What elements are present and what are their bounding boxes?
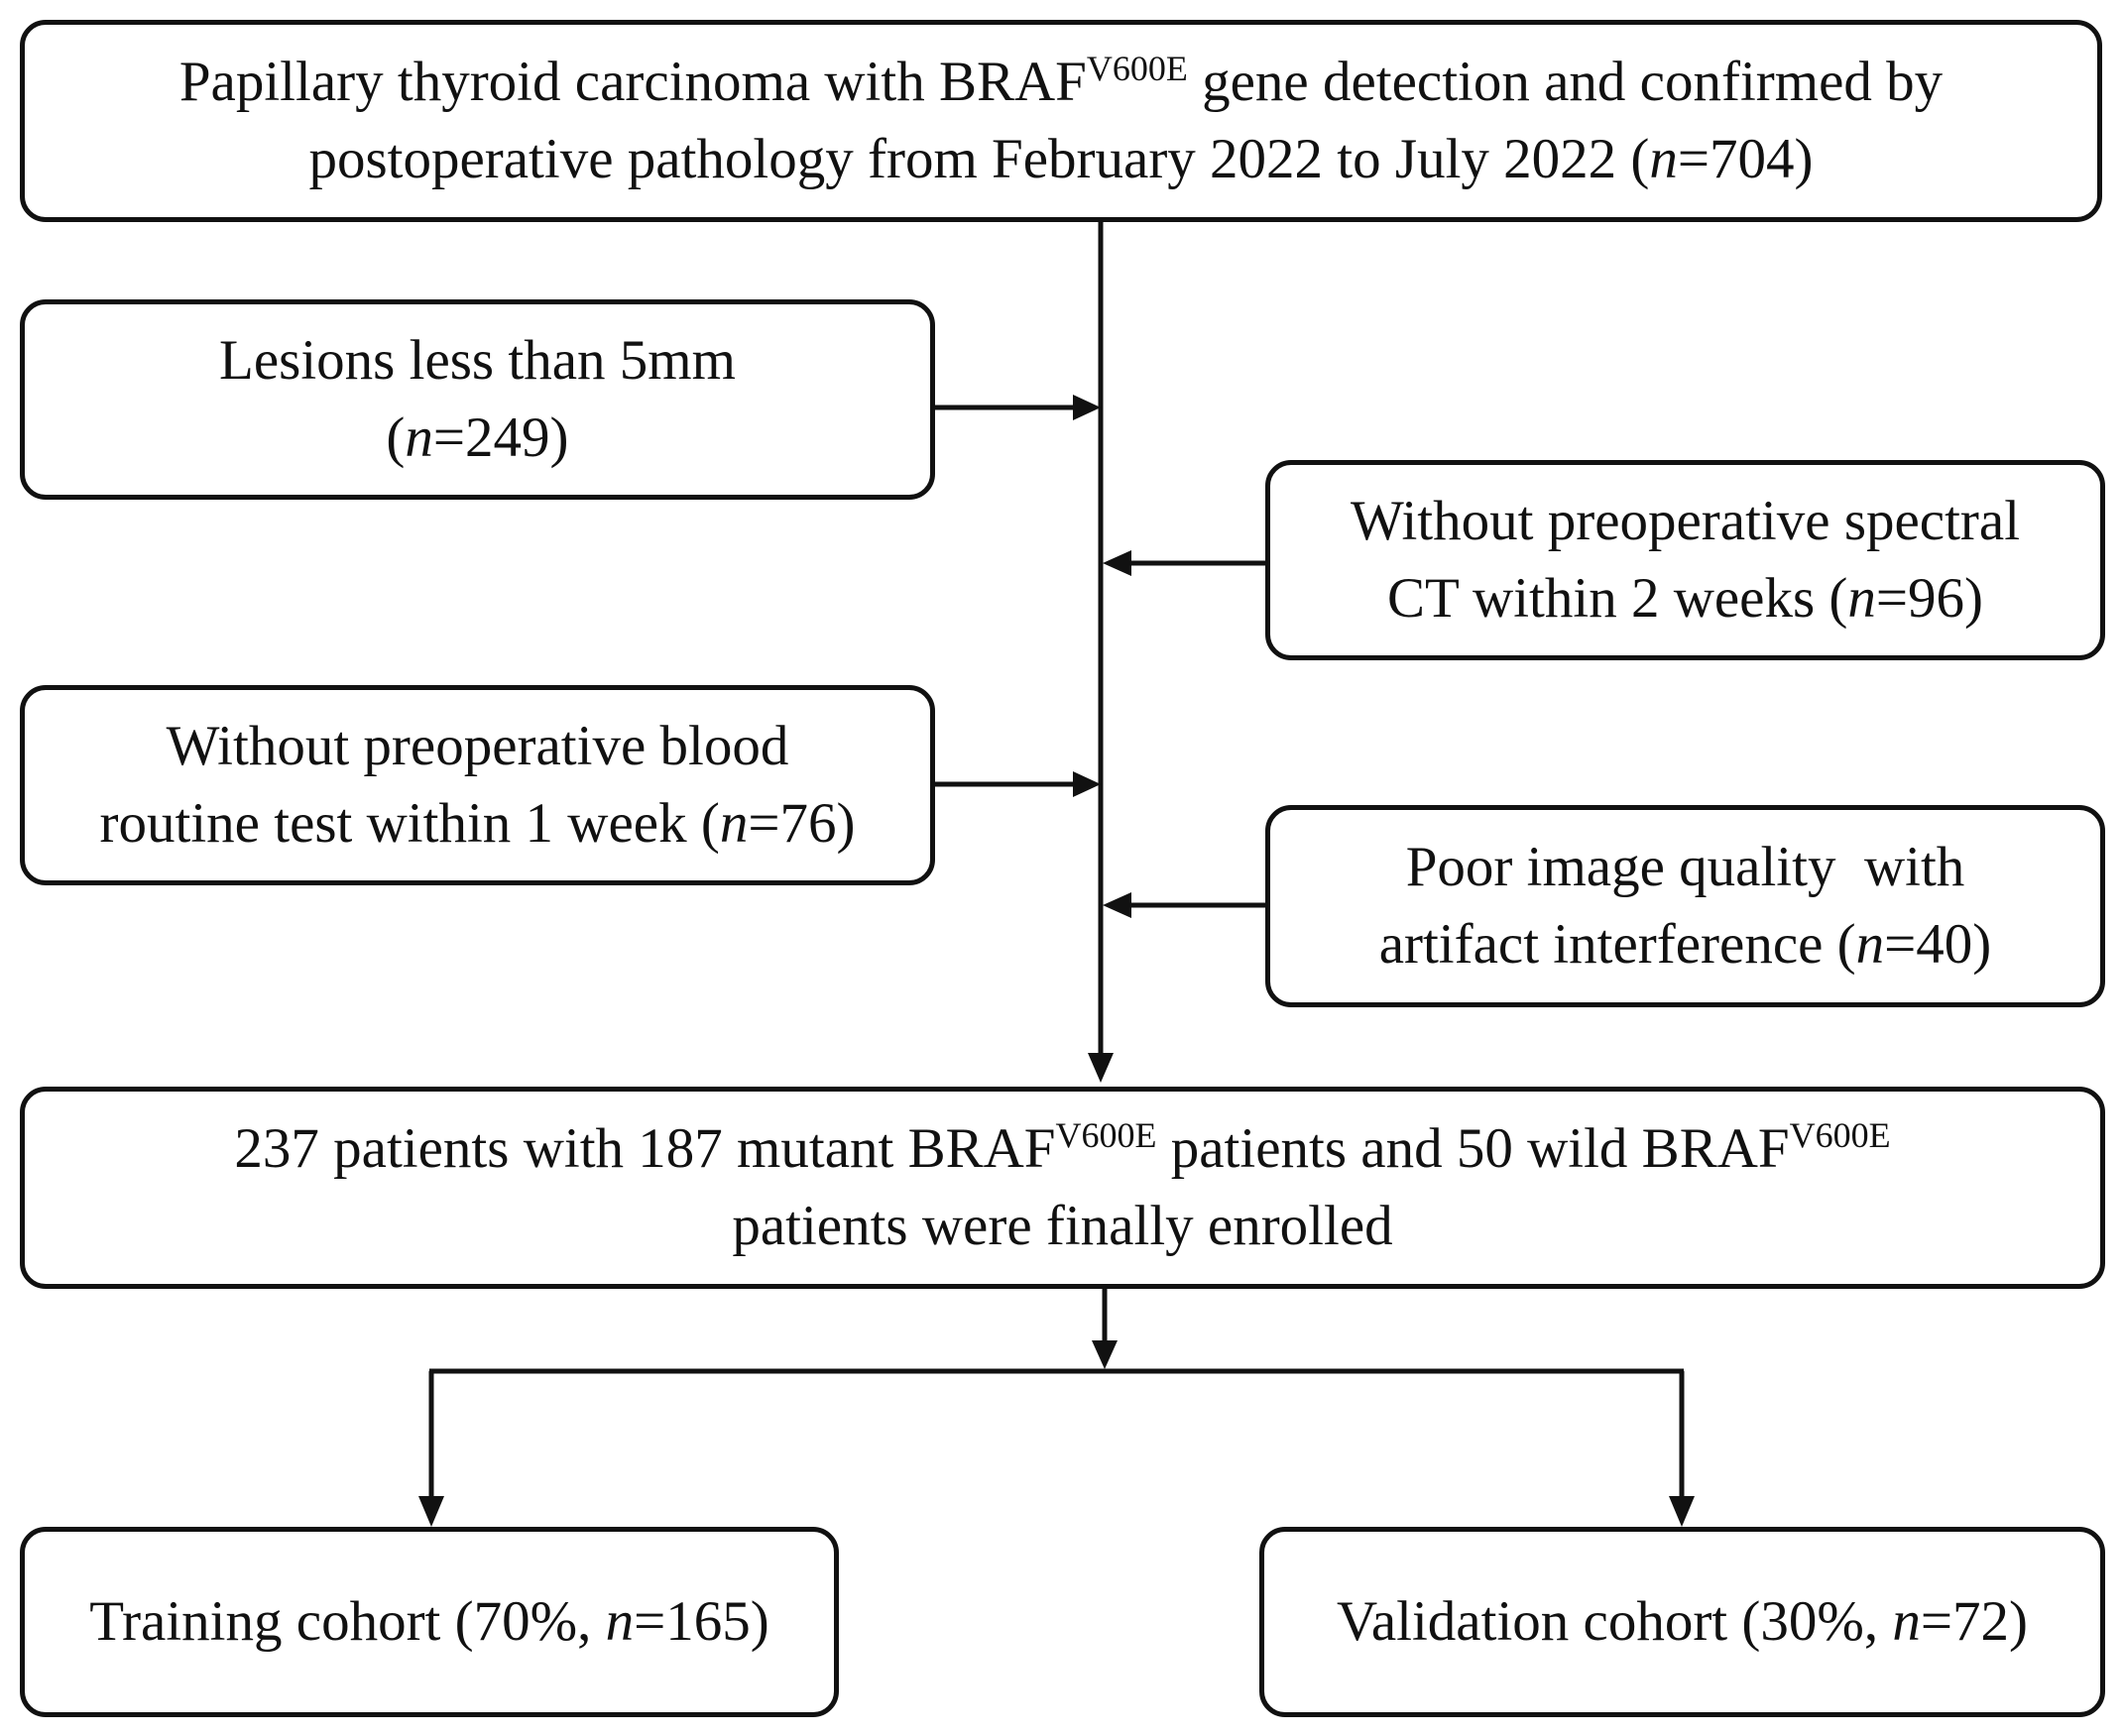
arrow-blood-head (1073, 771, 1101, 797)
n-label: n (1847, 567, 1876, 630)
enrolled-down-head (1092, 1340, 1118, 1369)
n-label: n (1649, 128, 1678, 190)
enrolled-line2: patients were finally enrolled (732, 1195, 1393, 1257)
exclusion-ct-label: Without preoperative spectral (1350, 490, 2021, 552)
exclusion-ct-count-line: CT within 2 weeks (n=96) (1351, 560, 2020, 637)
arrow-ct-head (1103, 550, 1131, 576)
split-left-head (418, 1496, 444, 1527)
validation-cohort-label: Validation cohort (30%, n=72) (1337, 1583, 2028, 1661)
exclusion-ct-count: =96) (1875, 567, 1984, 630)
arrow-image-head (1103, 892, 1131, 918)
n-label: n (405, 406, 433, 469)
n-label: n (1855, 913, 1885, 976)
exclusion-blood-label: Without preoperative blood (166, 715, 789, 777)
training-count: =165) (634, 1590, 769, 1653)
node-training-cohort: Training cohort (70%, n=165) (20, 1527, 839, 1717)
paren-open: ( (386, 406, 406, 469)
n-label: n (1892, 1590, 1921, 1653)
n-label: n (719, 792, 749, 855)
initial-cohort-text-c: postoperative pathology from February 20… (308, 128, 1650, 190)
arrow-to-enrolled (1088, 1053, 1114, 1083)
exclusion-blood-text: routine test within 1 week ( (99, 792, 720, 855)
exclusion-lesions-count: =249) (432, 406, 569, 469)
split-right-head (1669, 1496, 1695, 1527)
enrolled-text-a: 237 patients with 187 mutant BRAF (234, 1117, 1056, 1180)
node-exclusion-image-quality: Poor image quality with artifact interfe… (1265, 805, 2105, 1007)
enrolled-text-b: patients and 50 wild BRAF (1156, 1117, 1790, 1180)
enrolled-line1: 237 patients with 187 mutant BRAFV600E p… (234, 1110, 1890, 1188)
exclusion-ct-text: CT within 2 weeks ( (1386, 567, 1848, 630)
training-text: Training cohort (70%, (89, 1590, 606, 1653)
initial-cohort-line2: postoperative pathology from February 20… (179, 121, 1943, 198)
n-label: n (605, 1590, 635, 1653)
exclusion-blood-count: =76) (748, 792, 856, 855)
exclusion-blood-count-line: routine test within 1 week (n=76) (100, 785, 856, 863)
node-final-enrolled: 237 patients with 187 mutant BRAFV600E p… (20, 1087, 2105, 1289)
exclusion-image-count: =40) (1884, 913, 1992, 976)
exclusion-lesions-label: Lesions less than 5mm (219, 329, 736, 392)
initial-cohort-text-b: gene detection and confirmed by (1187, 51, 1944, 113)
exclusion-image-text: artifact interference ( (1378, 913, 1856, 976)
braf-superscript: V600E (1789, 1115, 1891, 1155)
initial-cohort-count: =704) (1677, 128, 1814, 190)
node-exclusion-ct: Without preoperative spectral CT within … (1265, 460, 2105, 660)
training-cohort-label: Training cohort (70%, n=165) (89, 1583, 769, 1661)
initial-cohort-line1: Papillary thyroid carcinoma with BRAFV60… (179, 44, 1943, 121)
braf-superscript: V600E (1055, 1115, 1157, 1155)
validation-text: Validation cohort (30%, (1336, 1590, 1893, 1653)
node-exclusion-blood: Without preoperative blood routine test … (20, 685, 935, 885)
exclusion-lesions-count-line: (n=249) (219, 400, 736, 477)
braf-superscript: V600E (1086, 49, 1188, 88)
initial-cohort-text-a: Papillary thyroid carcinoma with BRAF (178, 51, 1087, 113)
node-exclusion-lesions: Lesions less than 5mm (n=249) (20, 299, 935, 500)
exclusion-image-label: Poor image quality with (1405, 836, 1965, 898)
exclusion-image-count-line: artifact interference (n=40) (1379, 906, 1992, 984)
arrow-lesions-head (1073, 395, 1101, 420)
validation-count: =72) (1920, 1590, 2028, 1653)
node-initial-cohort: Papillary thyroid carcinoma with BRAFV60… (20, 20, 2102, 222)
node-validation-cohort: Validation cohort (30%, n=72) (1259, 1527, 2105, 1717)
